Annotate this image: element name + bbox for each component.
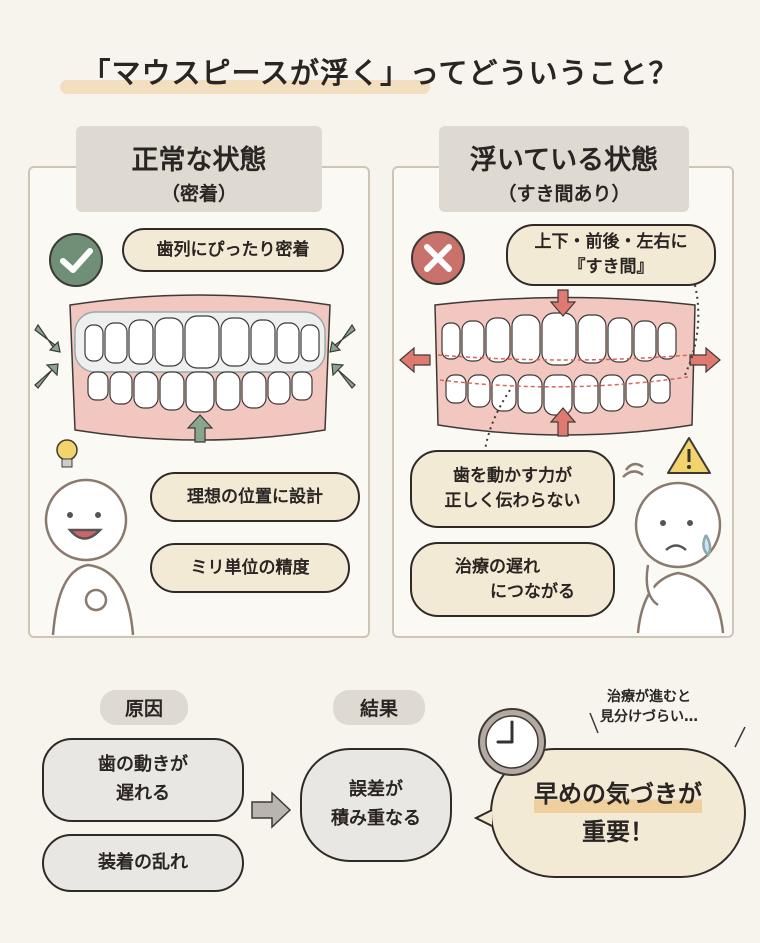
loose-state-heading: 浮いている状態 （すき間あり）: [439, 126, 689, 212]
precision-bubble: ミリ単位の精度: [150, 543, 350, 593]
result-text-1: 誤差が: [349, 779, 403, 801]
note-text-1: 治療が進むと: [607, 689, 691, 705]
arrow-right-icon: [251, 791, 292, 829]
gap-text-2: 『すき間』: [568, 257, 654, 277]
note-text-2: 見分けづらい…: [600, 708, 698, 725]
key-message-bubble: 早めの気づきが重要！: [490, 748, 746, 878]
force-text-2: 正しく伝わらない: [444, 491, 581, 511]
force-bubble: 歯を動かす力が正しく伝わらない: [410, 450, 615, 528]
delay-bubble: 治療の遅れにつながる: [410, 542, 615, 617]
gap-bubble: 上下・前後・左右に『すき間』: [506, 224, 716, 286]
subheading-text: （すき間あり）: [497, 183, 631, 205]
lightbulb-icon: [56, 439, 78, 468]
gap-text-1: 上下・前後・左右に: [534, 232, 688, 253]
teeth-fitted-illustration: [69, 294, 331, 441]
title-highlight: [60, 80, 430, 94]
force-text-1: 歯を動かす力が: [453, 466, 572, 487]
bubble-tail: [473, 809, 493, 827]
dotted-pointer-lines: [484, 284, 700, 451]
worried-person-illustration: [622, 462, 725, 634]
cause-slow-movement: 歯の動きが遅れる: [42, 738, 244, 822]
heading-text: 正常な状態: [131, 145, 267, 176]
pressure-arrows-icon: [34, 323, 356, 443]
normal-state-heading: 正常な状態 （密着）: [76, 126, 322, 212]
delay-text-2: につながる: [490, 581, 575, 602]
cause-wearing: 装着の乱れ: [42, 834, 244, 892]
x-icon: [411, 231, 465, 285]
cause-text-2: 遅れる: [116, 783, 170, 804]
result-bubble: 誤差が積み重なる: [300, 748, 452, 862]
heading-text: 浮いている状態: [469, 145, 659, 176]
cause-label: 原因: [100, 690, 188, 725]
cause-text-1: 歯の動きが: [98, 754, 188, 776]
result-label: 結果: [333, 690, 425, 725]
warning-icon: [667, 437, 711, 474]
delay-text-1: 治療の遅れ: [455, 556, 540, 577]
key-text-2: 重要！: [582, 818, 654, 846]
emphasis-marks: [589, 712, 746, 748]
gap-arrows-icon: [399, 289, 721, 437]
key-text-1: 早めの気づきが: [534, 774, 702, 813]
subheading-text: （密着）: [160, 183, 237, 205]
clock-icon: [478, 708, 546, 776]
teeth-loose-illustration: [434, 296, 696, 436]
check-icon: [49, 233, 103, 287]
note-text: 治療が進むと見分けづらい…: [600, 688, 698, 727]
fit-bubble: 歯列にぴったり密着: [122, 228, 344, 272]
result-text-2: 積み重なる: [331, 808, 421, 829]
page-title: 「マウスピースが浮く」ってどういうこと？: [81, 56, 679, 90]
happy-person-illustration: [44, 478, 135, 636]
ideal-position-bubble: 理想の位置に設計: [150, 472, 360, 522]
